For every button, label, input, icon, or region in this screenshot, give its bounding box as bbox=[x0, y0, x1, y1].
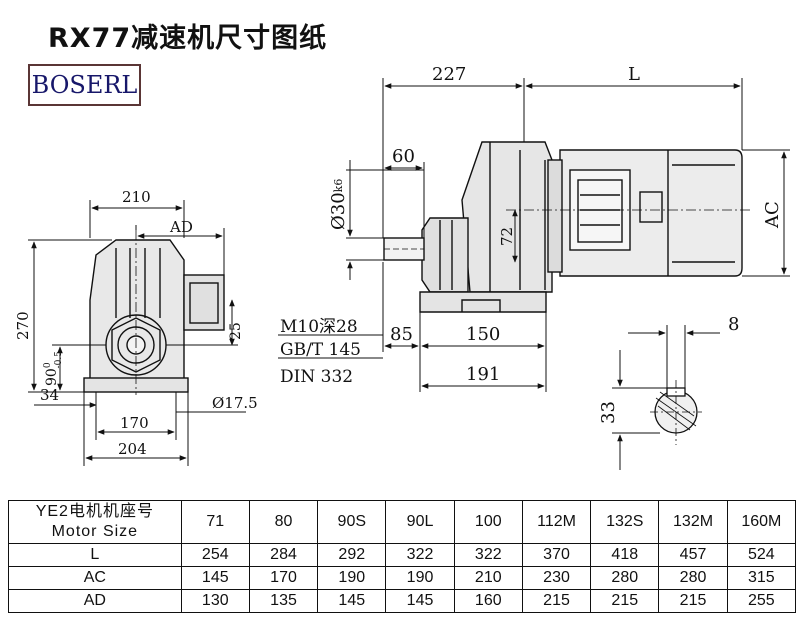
value-cell: 215 bbox=[658, 589, 728, 613]
dim-85: 85 bbox=[390, 324, 413, 345]
dim-72: 72 bbox=[498, 227, 516, 246]
note-standard-din: DIN 332 bbox=[280, 367, 353, 387]
value-cell: 160 bbox=[453, 589, 523, 613]
front-view bbox=[83, 230, 225, 395]
size-cell: 160M bbox=[726, 500, 797, 544]
dim-AD: AD bbox=[169, 218, 193, 236]
header-label-en: Motor Size bbox=[51, 523, 139, 540]
value-cell: 170 bbox=[248, 566, 319, 590]
value-cell: 255 bbox=[726, 589, 797, 613]
value-cell: 322 bbox=[385, 543, 455, 567]
value-cell: 145 bbox=[317, 589, 387, 613]
dim-25: 25 bbox=[228, 322, 244, 340]
dimension-drawing: 227 L 60 Ø30k6 72 AC M10深28 GB/T 145 DIN… bbox=[14, 64, 790, 470]
value-cell: 215 bbox=[590, 589, 660, 613]
table-header-row: YE2电机机座号 Motor Size 71 80 90S 90L 100 11… bbox=[8, 500, 797, 544]
motor-size-table: YE2电机机座号 Motor Size 71 80 90S 90L 100 11… bbox=[8, 500, 797, 613]
dim-204: 204 bbox=[118, 440, 147, 458]
value-cell: 145 bbox=[180, 566, 250, 590]
dim-227: 227 bbox=[432, 64, 466, 85]
value-cell: 292 bbox=[317, 543, 387, 567]
value-cell: 145 bbox=[385, 589, 455, 613]
size-cell: 90L bbox=[385, 500, 455, 544]
front-view-dimensions bbox=[28, 200, 246, 466]
dim-270: 270 bbox=[14, 311, 32, 340]
header-label-cn: YE2电机机座号 bbox=[35, 503, 154, 520]
brand-logo: BOSERL bbox=[28, 64, 141, 106]
note-standard-gb: GB/T 145 bbox=[280, 340, 361, 360]
table-header-label: YE2电机机座号 Motor Size bbox=[8, 500, 182, 544]
value-cell: 457 bbox=[658, 543, 728, 567]
dim-150: 150 bbox=[466, 324, 500, 345]
dim-shaft-dia-value: Ø30 bbox=[328, 192, 349, 230]
value-cell: 315 bbox=[726, 566, 797, 590]
dim-L: L bbox=[628, 64, 640, 85]
value-cell: 280 bbox=[658, 566, 728, 590]
table-row-L: L 254 284 292 322 322 370 418 457 524 bbox=[8, 543, 797, 567]
dim-90-tol-up: 0 bbox=[43, 362, 53, 368]
dim-shaft-tol: k6 bbox=[332, 179, 345, 193]
dim-90-value: 90 bbox=[44, 368, 60, 386]
value-cell: 370 bbox=[521, 543, 592, 567]
table-row-AD: AD 130 135 145 145 160 215 215 215 255 bbox=[8, 589, 797, 613]
size-cell: 112M bbox=[521, 500, 592, 544]
value-cell: 524 bbox=[726, 543, 797, 567]
value-cell: 210 bbox=[453, 566, 523, 590]
value-cell: 130 bbox=[180, 589, 250, 613]
value-cell: 322 bbox=[453, 543, 523, 567]
size-cell: 100 bbox=[453, 500, 523, 544]
size-cell: 90S bbox=[317, 500, 387, 544]
dim-170: 170 bbox=[120, 414, 149, 432]
dim-33: 33 bbox=[598, 401, 619, 424]
value-cell: 254 bbox=[180, 543, 250, 567]
value-cell: 215 bbox=[521, 589, 592, 613]
size-cell: 80 bbox=[248, 500, 319, 544]
row-label: AD bbox=[8, 589, 182, 613]
dim-210: 210 bbox=[122, 188, 151, 206]
dim-60: 60 bbox=[392, 146, 415, 167]
table-row-AC: AC 145 170 190 190 210 230 280 280 315 bbox=[8, 566, 797, 590]
value-cell: 190 bbox=[317, 566, 387, 590]
dim-8: 8 bbox=[728, 314, 739, 335]
size-cell: 132M bbox=[658, 500, 728, 544]
brand-logo-text: BOSERL bbox=[31, 71, 138, 99]
dim-34: 34 bbox=[40, 386, 59, 404]
dim-191: 191 bbox=[466, 364, 500, 385]
side-view-dimensions bbox=[278, 78, 790, 392]
value-cell: 280 bbox=[590, 566, 660, 590]
side-view bbox=[383, 141, 752, 313]
dim-shaft-dia: Ø30k6 bbox=[328, 179, 349, 230]
shaft-section-dimensions bbox=[612, 325, 720, 470]
dim-90-tol-down: -0.5 bbox=[54, 351, 64, 369]
value-cell: 230 bbox=[521, 566, 592, 590]
note-thread: M10深28 bbox=[280, 317, 358, 337]
dim-90: 900-0.5 bbox=[43, 351, 64, 386]
value-cell: 284 bbox=[248, 543, 319, 567]
dim-AC: AC bbox=[762, 201, 783, 229]
value-cell: 190 bbox=[385, 566, 455, 590]
value-cell: 135 bbox=[248, 589, 319, 613]
shaft-section bbox=[650, 380, 702, 445]
page-title: RX77减速机尺寸图纸 bbox=[48, 23, 328, 54]
row-label: L bbox=[8, 543, 182, 567]
size-cell: 71 bbox=[180, 500, 250, 544]
value-cell: 418 bbox=[590, 543, 660, 567]
row-label: AC bbox=[8, 566, 182, 590]
dim-17-5: Ø17.5 bbox=[212, 394, 258, 412]
size-cell: 132S bbox=[590, 500, 660, 544]
